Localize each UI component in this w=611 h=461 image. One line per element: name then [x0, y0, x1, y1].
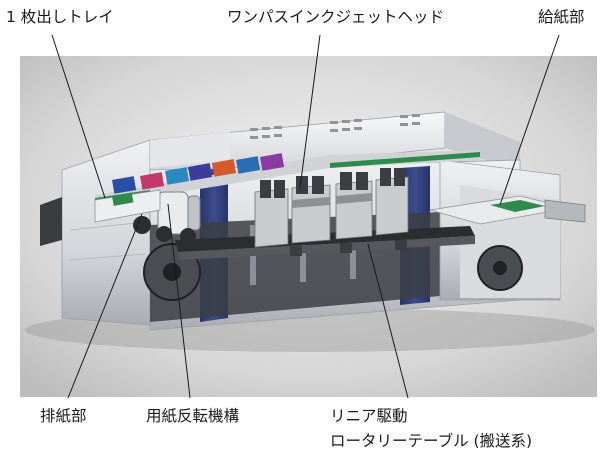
label-paper-feed: 給紙部 [538, 8, 585, 26]
label-one-pass-inkjet-head: ワンパスインクジェットヘッド [227, 8, 445, 26]
leader-lines [51, 34, 560, 399]
inkjet-heads [254, 168, 409, 248]
reversal-rollers [94, 189, 201, 244]
label-paper-exit: 排紙部 [40, 407, 87, 425]
label-linear-drive: リニア駆動 [330, 407, 408, 425]
label-single-sheet-tray: 1 枚出しトレイ [6, 8, 114, 26]
paper-belt [95, 150, 480, 205]
feeder-tray [429, 195, 586, 225]
label-paper-reversal-mechanism: 用紙反転機構 [146, 407, 240, 425]
label-rotary-table: ロータリーテーブル (搬送系) [330, 432, 533, 450]
